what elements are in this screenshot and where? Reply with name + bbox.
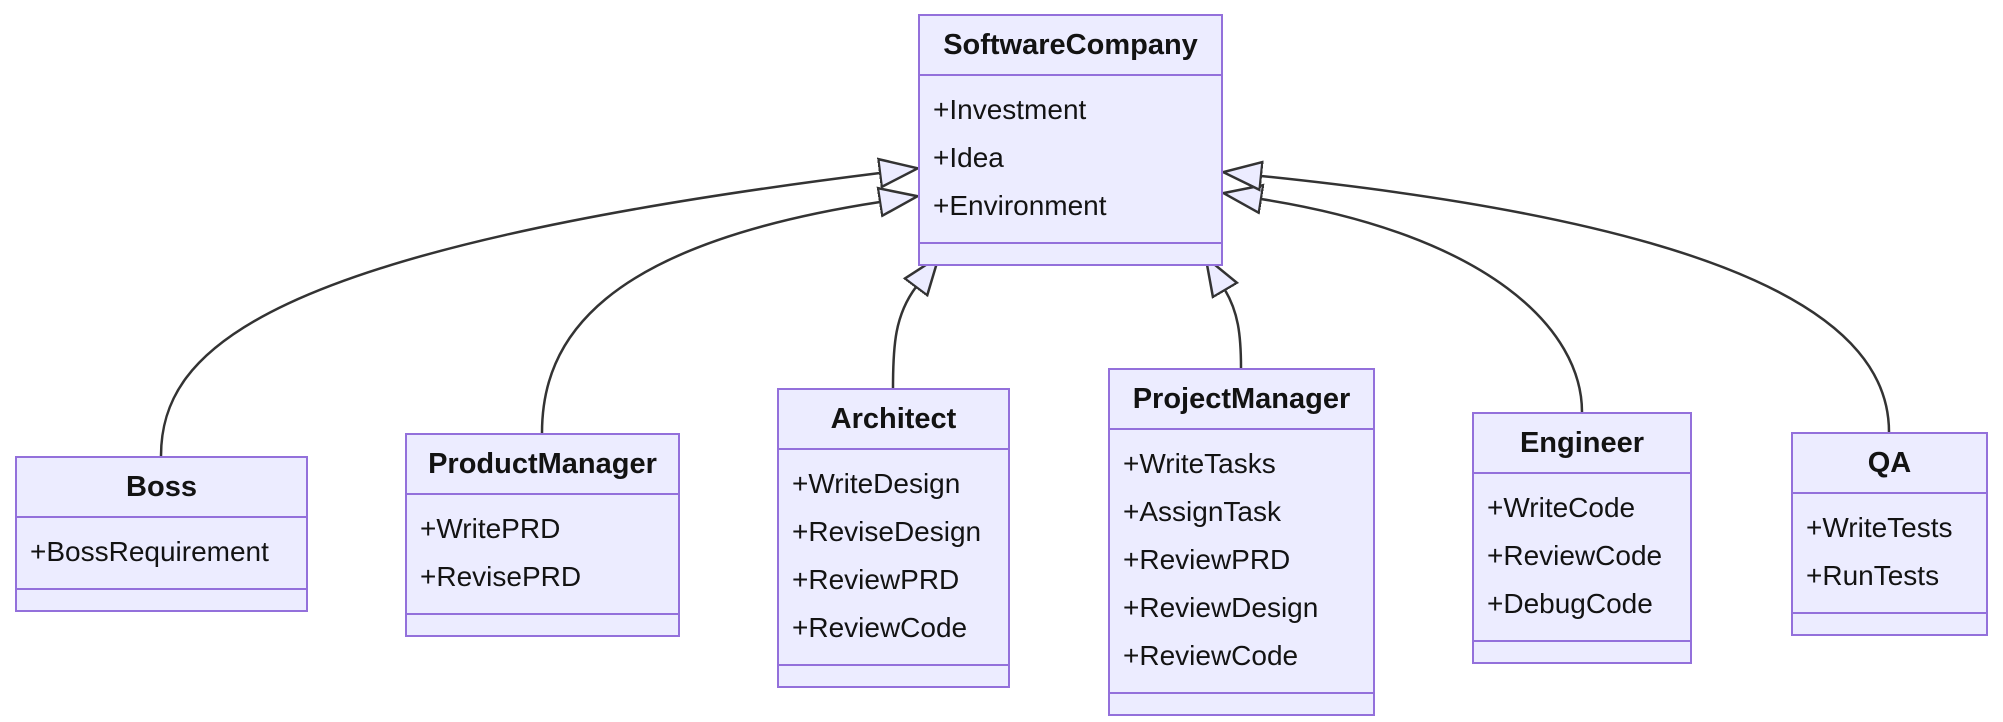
edge-projectmanager-to-softwarecompany (1225, 290, 1243, 369)
class-title: Engineer (1474, 414, 1690, 474)
class-attribute: +ReviewDesign (1123, 592, 1319, 623)
class-box-softwarecompany: SoftwareCompany +Investment +Idea +Envir… (918, 14, 1223, 266)
class-methods-empty (1110, 692, 1373, 714)
class-title: ProductManager (407, 435, 678, 495)
class-attribute: +ReviewPRD (792, 564, 960, 595)
class-attribute: +WritePRD (420, 513, 561, 544)
class-attribute: +RunTests (1806, 560, 1940, 591)
class-attribute: +ReviewCode (1487, 540, 1663, 571)
class-box-architect: Architect +WriteDesign +ReviseDesign +Re… (777, 388, 1010, 688)
class-attribute: +ReviseDesign (792, 516, 982, 547)
class-attribute: +BossRequirement (30, 536, 269, 567)
class-attribute: +Idea (933, 142, 1004, 173)
class-attribute: +RevisePRD (420, 561, 582, 592)
class-attributes: +Investment +Idea +Environment (920, 76, 1221, 242)
edge-qa-to-softwarecompany (1261, 176, 1891, 433)
edge-productmanager-to-softwarecompany (540, 202, 880, 434)
class-title: QA (1793, 434, 1986, 494)
class-attribute: +ReviewPRD (1123, 544, 1291, 575)
class-attributes: +WriteTasks +AssignTask +ReviewPRD +Revi… (1110, 430, 1373, 692)
class-attribute: +WriteTests (1806, 512, 1953, 543)
class-attributes: +WriteDesign +ReviseDesign +ReviewPRD +R… (779, 450, 1008, 664)
class-title: Architect (779, 390, 1008, 450)
class-attribute: +WriteCode (1487, 492, 1636, 523)
class-methods-empty (1793, 612, 1986, 634)
class-methods-empty (1474, 640, 1690, 662)
class-attribute: +Environment (933, 190, 1107, 221)
class-methods-empty (17, 588, 306, 610)
class-title: ProjectManager (1110, 370, 1373, 430)
edge-architect-to-softwarecompany (891, 287, 916, 389)
class-attribute: +AssignTask (1123, 496, 1281, 527)
class-attributes: +WriteTests +RunTests (1793, 494, 1986, 612)
edge-boss-to-softwarecompany (159, 173, 880, 457)
class-attribute: +ReviewCode (1123, 640, 1299, 671)
class-box-boss: Boss +BossRequirement (15, 456, 308, 612)
class-attribute: +Investment (933, 94, 1087, 125)
class-attributes: +WritePRD +RevisePRD (407, 495, 678, 613)
class-title: SoftwareCompany (920, 16, 1221, 76)
class-box-engineer: Engineer +WriteCode +ReviewCode +DebugCo… (1472, 412, 1692, 664)
class-attribute: +WriteDesign (792, 468, 961, 499)
class-attributes: +WriteCode +ReviewCode +DebugCode (1474, 474, 1690, 640)
class-title: Boss (17, 458, 306, 518)
class-attribute: +ReviewCode (792, 612, 968, 643)
class-box-projectmanager: ProjectManager +WriteTasks +AssignTask +… (1108, 368, 1375, 716)
class-box-productmanager: ProductManager +WritePRD +RevisePRD (405, 433, 680, 637)
class-methods-empty (920, 242, 1221, 264)
edge-engineer-to-softwarecompany (1261, 199, 1584, 413)
class-attribute: +DebugCode (1487, 588, 1653, 619)
class-attribute: +WriteTasks (1123, 448, 1276, 479)
class-box-qa: QA +WriteTests +RunTests (1791, 432, 1988, 636)
class-methods-empty (779, 664, 1008, 686)
class-methods-empty (407, 613, 678, 635)
class-attributes: +BossRequirement (17, 518, 306, 588)
